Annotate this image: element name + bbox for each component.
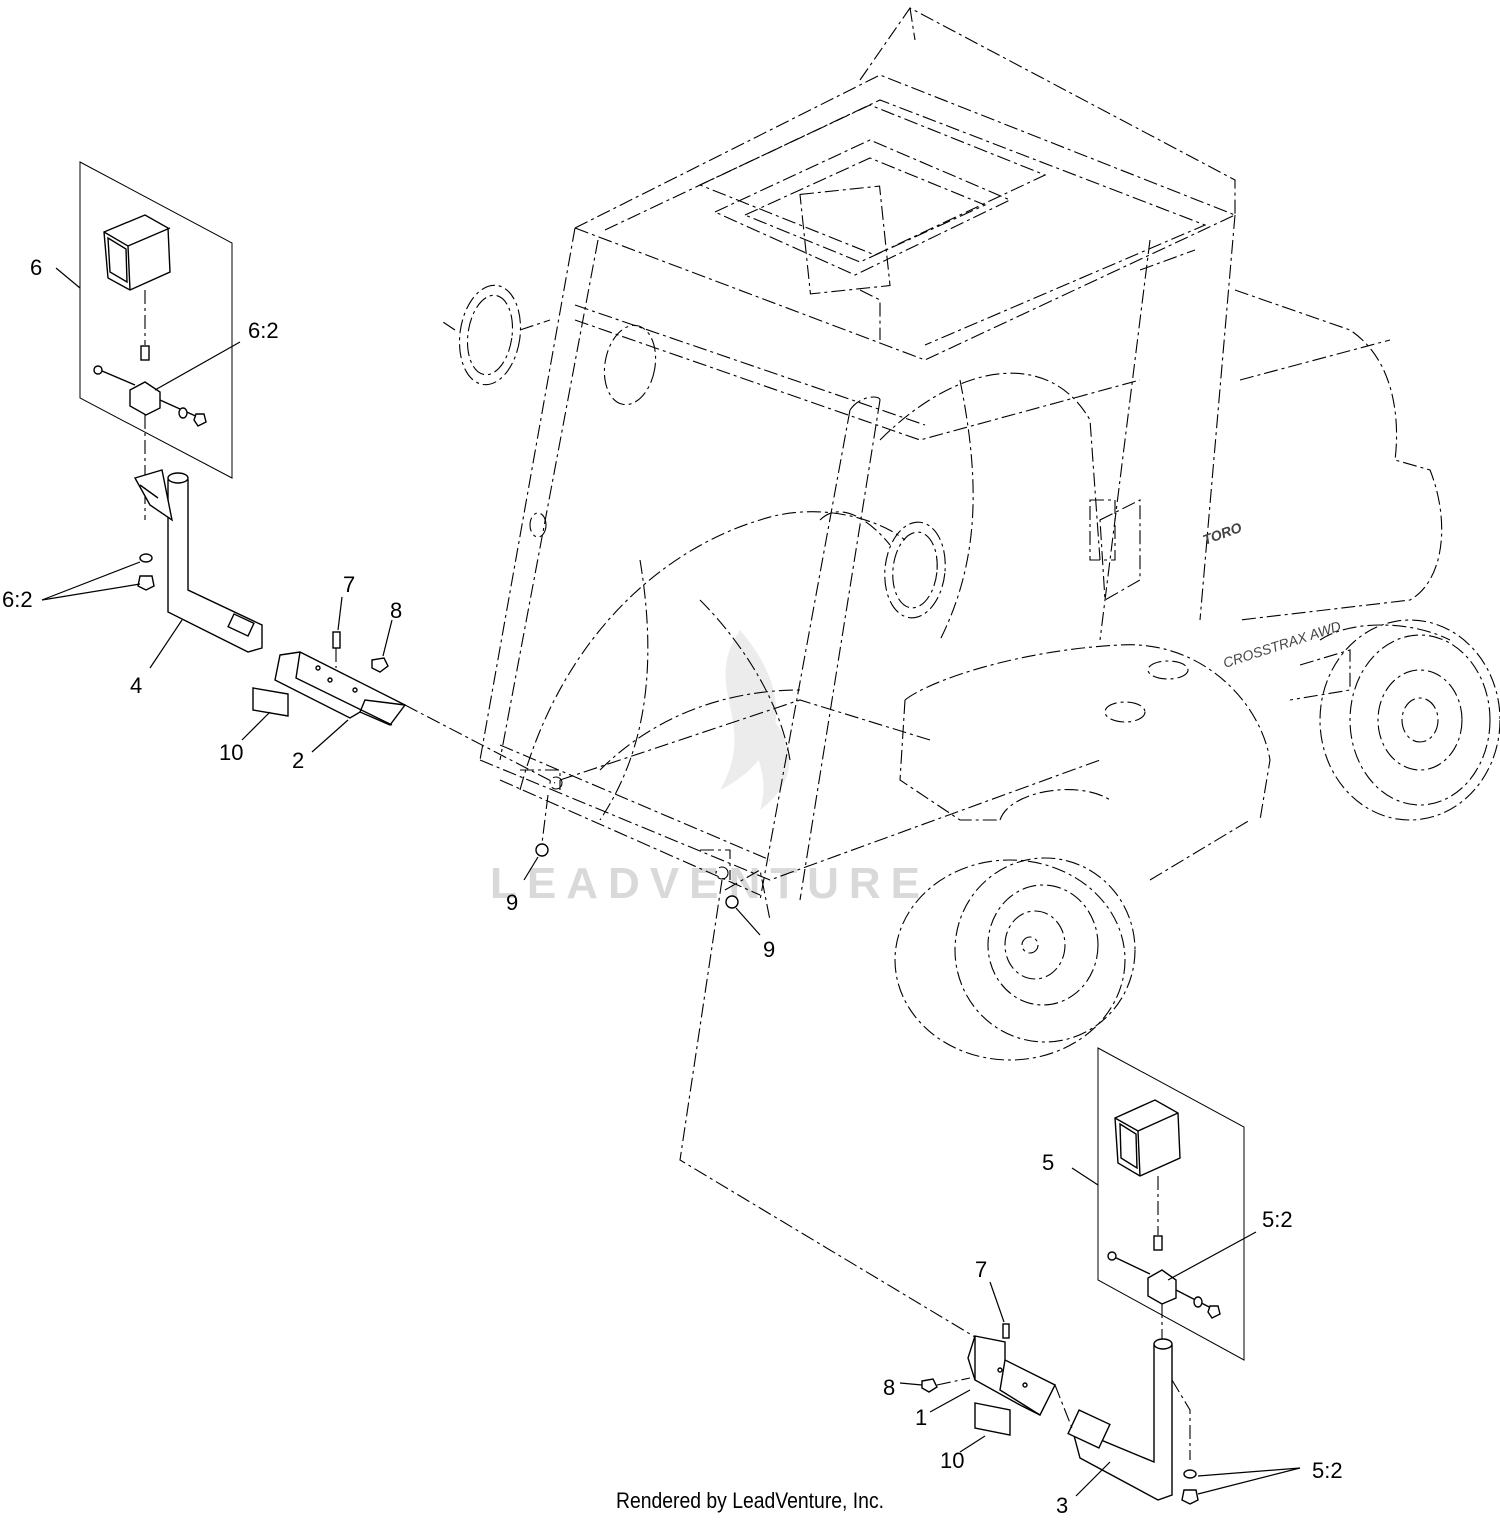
light-bracket-icon	[1107, 1235, 1221, 1319]
callout-1: 1	[915, 1405, 927, 1430]
callout-9-right: 9	[763, 937, 775, 962]
watermark-flame-icon	[720, 630, 790, 810]
screw-7-bottom[interactable]	[1002, 1323, 1010, 1339]
brand-decal: TORO	[1201, 519, 1244, 548]
footer-credit: Rendered by LeadVenture, Inc.	[615, 1488, 885, 1513]
callout-8-bottom: 8	[883, 1375, 895, 1400]
callout-7-bottom: 7	[975, 1257, 987, 1282]
callout-7-top: 7	[343, 572, 355, 597]
callout-6: 6	[30, 255, 42, 280]
nut-8-bottom[interactable]	[921, 1378, 938, 1393]
callout-10-bottom: 10	[940, 1448, 964, 1473]
decal-10-right[interactable]	[974, 1402, 1011, 1436]
model-decal: CROSSTRAX AWD	[1221, 618, 1343, 671]
callout-9-left: 9	[506, 890, 518, 915]
callout-6-2-top: 6:2	[248, 318, 279, 343]
light-assembly-right[interactable]	[1097, 1047, 1245, 1361]
callout-10-top: 10	[219, 740, 243, 765]
machine-phantom-outline	[439, 7, 1500, 1061]
callout-2: 2	[292, 748, 304, 773]
work-light-icon	[103, 214, 171, 291]
decal-10-left[interactable]	[252, 687, 289, 717]
screw-7-top[interactable]	[332, 631, 341, 668]
callout-8-top: 8	[390, 598, 402, 623]
leader-lines	[41, 267, 1301, 1497]
light-assembly-left[interactable]	[79, 161, 233, 520]
callout-6-2-left: 6:2	[2, 587, 33, 612]
washers-6-2[interactable]	[137, 553, 155, 591]
nut-9-right[interactable]	[725, 895, 739, 909]
support-tube-left[interactable]	[133, 469, 263, 653]
callout-4: 4	[130, 673, 142, 698]
watermark-text: LEADVENTURE	[490, 859, 930, 908]
light-bracket-icon	[93, 345, 207, 427]
callout-5-2-top: 5:2	[1262, 1207, 1293, 1232]
callout-5-2-right: 5:2	[1312, 1458, 1343, 1483]
support-tube-right[interactable]	[1067, 1338, 1191, 1501]
washers-5-2[interactable]	[1181, 1469, 1199, 1505]
nut-9-left[interactable]	[535, 794, 549, 857]
mount-bracket-right[interactable]	[967, 1335, 1056, 1416]
mount-bracket-left[interactable]	[274, 651, 407, 726]
callout-3: 3	[1056, 1493, 1068, 1518]
work-light-icon	[1114, 1099, 1181, 1177]
nut-8-top[interactable]	[371, 657, 389, 673]
callout-5: 5	[1042, 1150, 1054, 1175]
callout-labels: 6 6:2 6:2 4 7 8 10 2 9 9 5 5:2 7 8 1 10 …	[2, 255, 1343, 1518]
